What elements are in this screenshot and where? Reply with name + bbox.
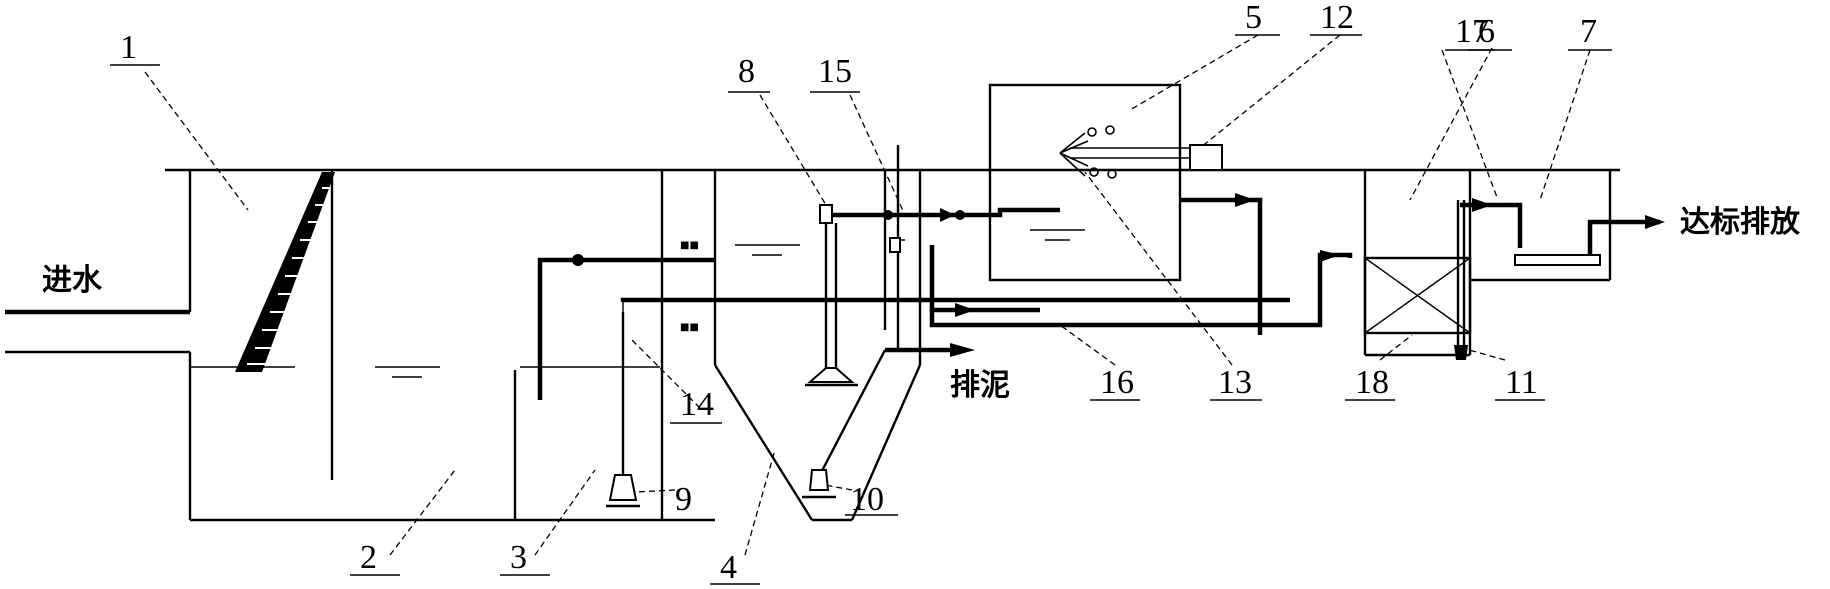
label-13: 13	[1218, 364, 1252, 401]
label-5: 5	[1245, 0, 1262, 36]
tank-7	[1470, 170, 1665, 282]
tank-outlines	[190, 170, 922, 522]
label-18: 18	[1355, 364, 1389, 401]
label-10: 10	[850, 481, 884, 518]
tank-6	[1363, 170, 1472, 357]
label-11: 11	[1505, 364, 1538, 401]
label-8: 8	[738, 53, 755, 90]
water-level-marks	[375, 229, 1085, 378]
bar-screen	[235, 172, 335, 372]
pipe-14	[620, 297, 1290, 303]
label-9: 9	[675, 481, 692, 518]
number-labels: 1 2 3 4 5 6 7 8 9 10 11 12 13 14 15 16 1…	[110, 0, 1612, 586]
label-17: 17	[1455, 13, 1489, 50]
label-6: 6	[1478, 13, 1495, 50]
pipe-tank2-to-tank3	[537, 254, 715, 400]
label-1: 1	[120, 29, 137, 66]
pipe-17	[1454, 198, 1523, 360]
label-3: 3	[510, 539, 527, 576]
treatment-unit-5	[988, 83, 1223, 282]
compliant-discharge-label: 达标排放	[1680, 205, 1801, 240]
inlet-channel	[5, 170, 192, 520]
small-label-lower: ■■	[680, 322, 699, 333]
label-15: 15	[818, 53, 852, 90]
label-12: 12	[1320, 0, 1354, 36]
leader-lines	[144, 34, 1591, 556]
label-4: 4	[720, 549, 737, 586]
label-7: 7	[1580, 13, 1597, 50]
label-2: 2	[360, 539, 377, 576]
inlet-label: 进水	[42, 263, 103, 298]
label-14: 14	[680, 386, 714, 423]
pipe-box5-to-tank6	[1180, 193, 1263, 335]
mixer-8	[805, 204, 858, 387]
pump-10	[802, 349, 887, 499]
pipe-15	[832, 207, 1060, 222]
pipe-16	[889, 237, 1353, 328]
sludge-discharge-label: 排泥	[950, 368, 1010, 403]
label-16: 16	[1100, 364, 1134, 401]
small-label-upper: ■■	[680, 240, 699, 251]
